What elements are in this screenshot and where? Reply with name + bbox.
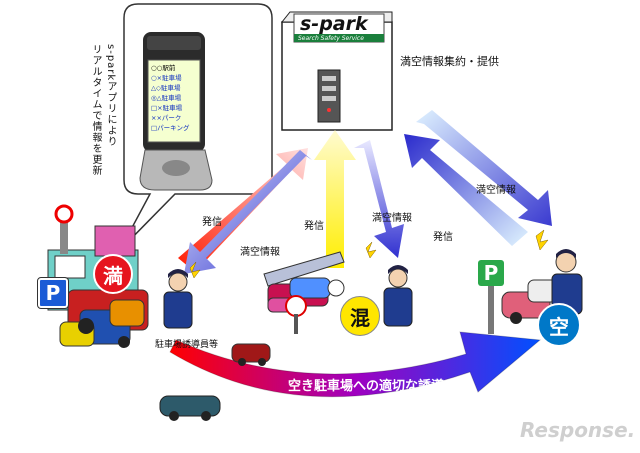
car-red <box>231 343 271 366</box>
phone-screen-line: ◎△駐車場 <box>151 93 182 102</box>
phone-screen-line: □パーキング <box>151 123 190 132</box>
label-attendant: 駐車場誘導員等 <box>155 340 219 350</box>
server-logo: s-park <box>300 13 368 35</box>
server-caption: 満空情報集約・提供 <box>400 55 499 68</box>
watermark: Response. <box>520 418 636 442</box>
phone-screen-list: ○○駅前○×駐車場△◇駐車場◎△駐車場□×駐車場 ××パーク□パーキング <box>151 63 190 132</box>
status-mixed-badge: 混 <box>340 296 380 336</box>
label-info-right: 満空情報 <box>476 185 516 196</box>
guide-arrow <box>169 331 542 398</box>
mobile-phone <box>139 32 213 191</box>
empty-parking-lot <box>488 279 563 334</box>
server-logo-sub: Search Safety Service <box>298 35 364 42</box>
phone-screen-line: □×駐車場 <box>151 103 183 112</box>
attendant-left <box>163 261 201 329</box>
phone-screen-line: △◇駐車場 <box>151 83 181 92</box>
arrow-send-center <box>314 130 356 268</box>
mixed-parking-lot <box>263 251 345 334</box>
label-info-left: 満空情報 <box>240 247 280 258</box>
attendant-center <box>365 241 413 327</box>
arrow-info-center <box>354 140 404 258</box>
phone-screen-line: ○○駅前 <box>151 63 176 72</box>
parking-sign-left: P <box>37 277 69 309</box>
arrow-info-left <box>184 150 312 274</box>
s-park-server <box>280 11 393 131</box>
label-send-center: 発信 <box>304 221 324 232</box>
car-green <box>159 395 221 421</box>
phone-screen-line: ○×駐車場 <box>151 73 182 82</box>
arrow-info-right <box>416 110 552 226</box>
status-full-badge: 満 <box>93 254 133 294</box>
label-send-right: 発信 <box>433 232 453 243</box>
label-send-left: 発信 <box>202 217 222 228</box>
status-empty-badge: 空 <box>537 303 581 347</box>
phone-screen-line: ××パーク <box>151 114 181 122</box>
label-guide: 空き駐車場への適切な誘導 <box>288 379 445 394</box>
arrow-send-right <box>404 134 528 246</box>
bubble-text-col2: リアルタイムで情報を更新 <box>90 44 101 176</box>
bubble-text-col1: s-parkアプリにより <box>105 44 116 148</box>
parking-sign-right: P <box>478 260 504 286</box>
label-info-center: 満空情報 <box>372 213 412 224</box>
